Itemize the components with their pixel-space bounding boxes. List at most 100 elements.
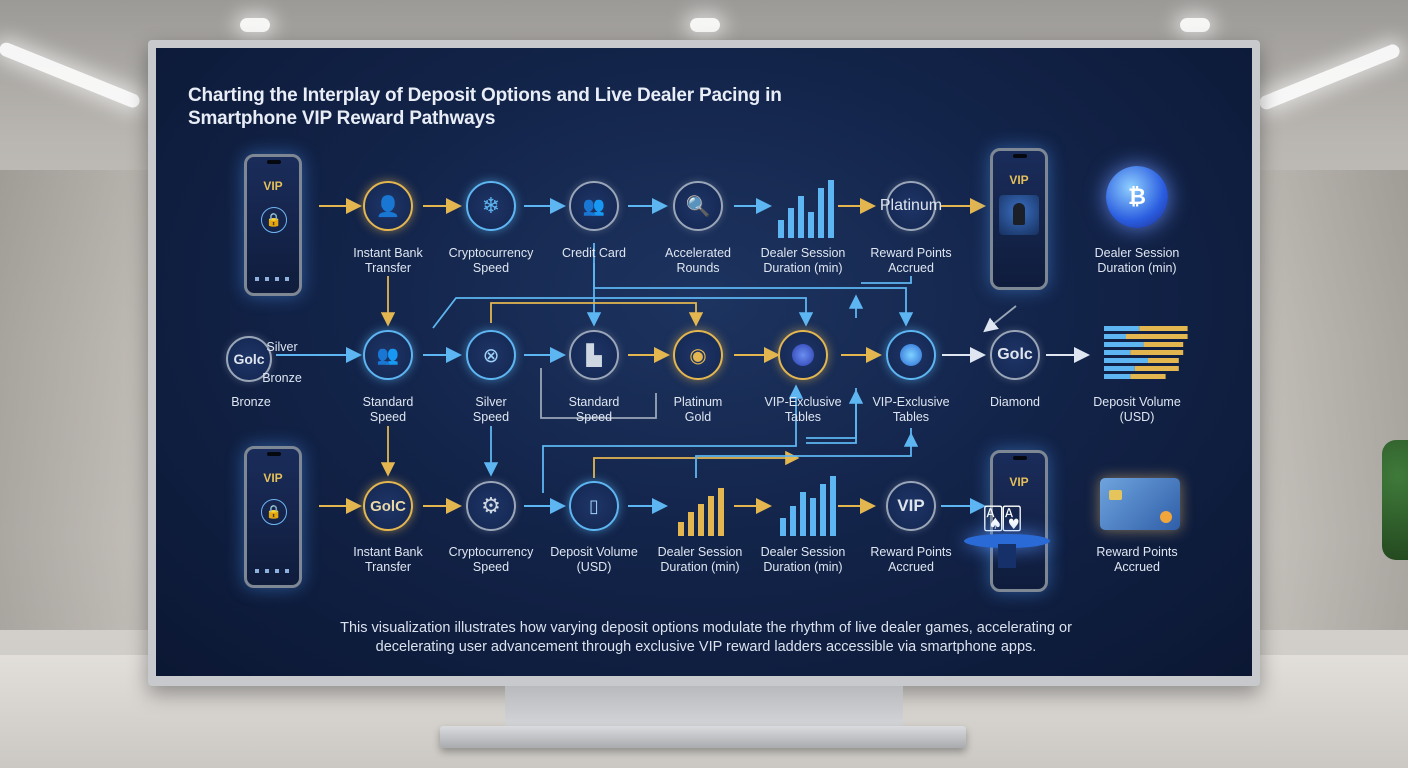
globe-icon: ⊗ (482, 344, 500, 367)
phone-notch (267, 160, 281, 164)
row3-bar-chart-blue (780, 476, 836, 536)
credit-card-node: 👥 (569, 181, 619, 231)
row3-gold-bar-3 (708, 496, 714, 536)
eye-icon: ◉ (689, 344, 707, 367)
label-l2: Tables (892, 410, 930, 424)
monitor: Charting the Interplay of Deposit Option… (148, 40, 1260, 686)
coin-icon (792, 344, 814, 366)
label-l1: Reward Points (870, 246, 952, 260)
crypto-node: ❄ (466, 181, 516, 231)
app-dock-icons (255, 569, 291, 573)
tag-text: Silver (266, 340, 298, 354)
label-l1: Accelerated (664, 246, 731, 260)
ceiling-spot-1 (240, 18, 270, 32)
snowflake-icon: ❄ (481, 193, 501, 218)
row1-bar-4 (818, 188, 824, 238)
cross-connectors (380, 243, 1017, 493)
row3-gold-bar-1 (688, 512, 694, 536)
platinum-gold-node: ◉ (673, 330, 723, 380)
phone-bottom-left: VIP 🔒 (244, 446, 302, 588)
phone-top-right: VIP (990, 148, 1048, 290)
row3-gold-bar-4 (718, 488, 724, 536)
screen: Charting the Interplay of Deposit Option… (156, 48, 1252, 676)
hbar-blue-0 (1104, 326, 1140, 331)
tag-text: Bronze (262, 371, 302, 385)
label-l1: Standard (568, 395, 620, 409)
label-l1: Deposit Volume (1093, 395, 1181, 409)
label-l1: VIP-Exclusive (764, 395, 842, 409)
background-wall-right (1258, 170, 1408, 630)
label-l1: Dealer Session (1094, 246, 1180, 260)
lock-icon: 🔒 (261, 499, 287, 525)
label-l1: Bronze (231, 395, 271, 409)
label-l1: Silver (475, 395, 507, 409)
playing-cards: 🂡🂱 (982, 506, 1023, 531)
label-l1: Cryptocurrency (448, 246, 534, 260)
plant (1382, 440, 1408, 560)
table-leg (998, 544, 1016, 568)
label-l1: Deposit Volume (550, 545, 638, 559)
label-l2: Duration (min) (763, 261, 843, 275)
diamond-golc-node: Golc (990, 330, 1040, 380)
card-logo (1160, 511, 1172, 523)
phone-icon: ▯ (589, 495, 599, 516)
hbar-blue-2 (1104, 342, 1144, 347)
vip-tables-node-2 (886, 330, 936, 380)
row3-blue-bar-3 (810, 498, 816, 536)
label-l2: Speed (369, 410, 407, 424)
users-icon: 👥 (376, 344, 400, 365)
label-l2: Speed (472, 560, 510, 574)
label-l2: Transfer (364, 261, 412, 275)
label-credit-card: Credit Card (539, 246, 649, 261)
hbar-gold-5 (1134, 366, 1179, 371)
label-l2: (USD) (576, 560, 612, 574)
phone-vip-label: VIP (263, 179, 283, 193)
label-l1: Credit Card (562, 246, 626, 260)
phone-top-left: VIP 🔒 (244, 154, 302, 296)
row3-blue-bar-5 (830, 476, 836, 536)
deposit-volume-hbar-chart (1104, 326, 1188, 379)
row3-blue-bar-1 (790, 506, 796, 536)
label-deposit-volume-3: Deposit Volume(USD) (539, 545, 649, 575)
caption: This visualization illustrates how varyi… (306, 619, 1106, 657)
hbar-gold-0 (1139, 326, 1188, 331)
label-l1: Instant Bank (353, 545, 423, 559)
reward-vip-node: VIP (886, 481, 936, 531)
row3-gold-bar-2 (698, 504, 704, 536)
title-line-2: Smartphone VIP Reward Pathways (188, 108, 496, 129)
accelerated-node: 🔍 (673, 181, 723, 231)
label-deposit-volume-right: Deposit Volume(USD) (1082, 395, 1192, 425)
tag-silver: Silver (252, 340, 312, 355)
dealer-icon (999, 195, 1039, 235)
bracket-icon: ▙ (586, 344, 602, 367)
row1-bar-2 (798, 196, 804, 238)
row1-bar-3 (808, 212, 814, 238)
golc-text: GolC (370, 497, 406, 515)
hbar-blue-3 (1104, 350, 1131, 355)
label-l1: Reward Points (870, 545, 952, 559)
hbar-blue-5 (1104, 366, 1135, 371)
label-l2: Duration (min) (660, 560, 740, 574)
hbar-gold-3 (1130, 350, 1184, 355)
diamond-golc-text: Golc (997, 346, 1033, 363)
reward-platinum-node: Platinum (880, 181, 942, 231)
instant-bank-golc-node: GolC (363, 481, 413, 531)
phone-vip-label: VIP (263, 471, 283, 485)
page-title: Charting the Interplay of Deposit Option… (188, 84, 948, 130)
phone-vip-label: VIP (1009, 173, 1029, 187)
label-l1: Platinum (673, 395, 723, 409)
label-l2: Duration (min) (763, 560, 843, 574)
monitor-stand-base (440, 726, 966, 748)
